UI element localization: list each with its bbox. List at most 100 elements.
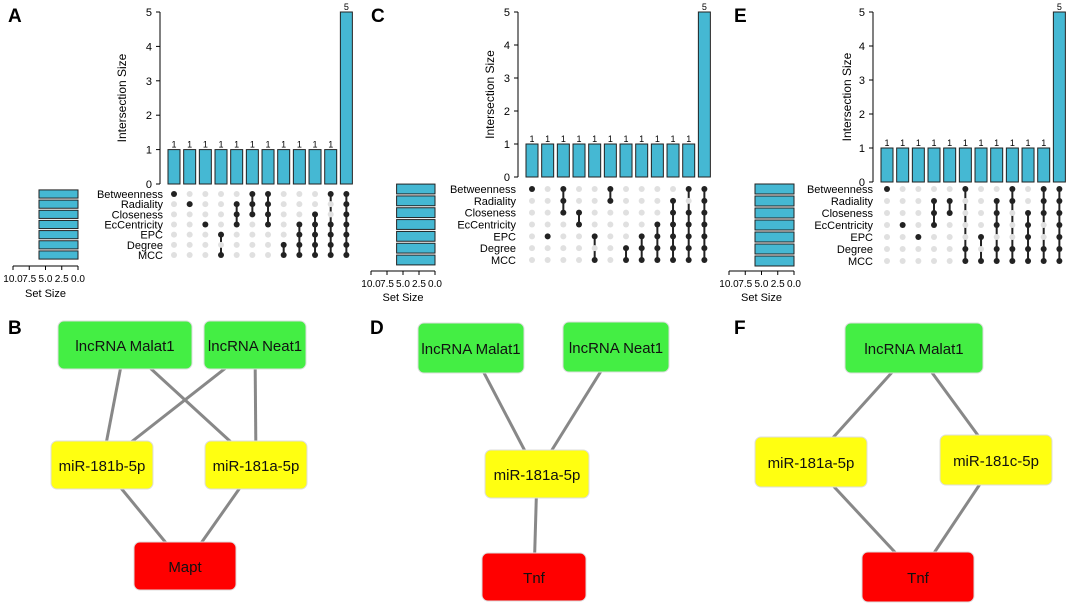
membership-dot-filled (638, 257, 645, 263)
membership-dot-filled (1025, 234, 1032, 240)
set-label: EPC (140, 230, 163, 242)
set-size-bar (396, 254, 436, 266)
membership-dot-filled (685, 233, 692, 240)
membership-dot-filled (962, 258, 969, 264)
membership-dot-empty (946, 246, 953, 252)
membership-dot-filled (327, 221, 334, 228)
membership-dot-filled (670, 209, 677, 216)
membership-dot-empty (654, 197, 661, 204)
membership-dot-filled (280, 241, 287, 248)
network-node-label: Mapt (168, 559, 202, 576)
membership-dot-filled (343, 211, 350, 218)
bar (682, 143, 696, 178)
bar-value-label: 1 (884, 138, 889, 148)
membership-dot-filled (670, 245, 677, 252)
membership-dot-filled (946, 210, 953, 216)
membership-dot-filled (670, 257, 677, 263)
membership-dot-filled (560, 186, 567, 192)
membership-dot-filled (560, 209, 567, 216)
set-label: Radiality (831, 196, 874, 208)
bar-value-label: 1 (234, 140, 239, 150)
set-size-bar (38, 199, 79, 209)
membership-dot-filled (233, 211, 240, 218)
y-axis-label: Intersection Size (115, 53, 129, 142)
membership-dot-empty (202, 201, 209, 208)
network-node-label: lncRNA Malat1 (75, 338, 174, 355)
membership-dot-filled (249, 191, 256, 197)
membership-dot-empty (591, 209, 598, 216)
membership-dot-filled (265, 191, 272, 197)
bar (525, 143, 539, 178)
membership-dot-empty (249, 252, 256, 258)
membership-dot-filled (233, 221, 240, 228)
membership-dot-empty (993, 186, 1000, 192)
membership-dot-empty (529, 233, 535, 240)
set-label: MCC (138, 250, 163, 262)
membership-dot-empty (685, 197, 692, 204)
membership-dot-filled (1056, 246, 1063, 252)
set-axis-tick-label: 7.5 (380, 279, 394, 290)
membership-dot-empty (265, 241, 272, 248)
membership-dot-filled (654, 233, 661, 240)
membership-dot-filled (993, 222, 1000, 228)
membership-dot-filled (265, 201, 272, 208)
y-tick-label: 2 (146, 110, 152, 122)
membership-dot-filled (701, 257, 708, 263)
membership-dot-empty (670, 186, 677, 192)
membership-dot-filled (1056, 198, 1063, 204)
membership-dot-filled (978, 234, 985, 240)
membership-dot-filled (343, 191, 350, 197)
set-axis-tick-label: 10.0 (361, 279, 381, 290)
membership-dot-empty (186, 221, 193, 228)
membership-dot-filled (576, 209, 583, 216)
bar (990, 147, 1004, 183)
membership-dot-empty (233, 231, 240, 238)
y-tick-label: 5 (146, 7, 152, 19)
membership-dot-empty (560, 245, 567, 252)
set-axis-tick-label: 0.0 (428, 279, 442, 290)
membership-dot-empty (915, 210, 922, 216)
membership-dot-empty (312, 191, 319, 197)
membership-dot-empty (171, 201, 177, 208)
membership-dot-empty (296, 191, 303, 197)
membership-dot-empty (1040, 234, 1047, 240)
membership-dot-filled (993, 198, 1000, 204)
bar (650, 143, 664, 178)
network-node-mirna (204, 440, 308, 490)
set-label: Degree (127, 240, 163, 252)
membership-dot-filled (931, 198, 938, 204)
network-node-label: miR-181b-5p (59, 458, 146, 475)
bar-value-label: 1 (297, 140, 302, 150)
membership-dot-empty (962, 198, 969, 204)
set-label: Radiality (121, 199, 164, 211)
bar (666, 143, 680, 178)
network-node-label: lncRNA Malat1 (421, 341, 520, 358)
membership-dot-empty (607, 233, 614, 240)
membership-dot-empty (607, 209, 614, 216)
bar-value-label: 1 (250, 140, 255, 150)
membership-dot-empty (638, 209, 645, 216)
membership-dot-empty (296, 201, 303, 208)
membership-dot-filled (1040, 198, 1047, 204)
membership-dot-filled (296, 231, 303, 238)
y-tick-label: 4 (859, 41, 865, 53)
y-tick-label: 0 (859, 177, 865, 189)
membership-dot-filled (884, 186, 890, 192)
y-tick-label: 1 (504, 139, 510, 151)
membership-dot-filled (685, 186, 692, 192)
membership-dot-empty (280, 221, 287, 228)
panel-letter: A (8, 6, 22, 27)
membership-dot-empty (1009, 210, 1016, 216)
panel-letter: F (734, 318, 746, 339)
set-size-bar (38, 250, 79, 260)
set-axis-label: Set Size (383, 292, 424, 304)
membership-dot-filled (529, 186, 535, 192)
membership-dot-empty (327, 211, 334, 218)
membership-dot-filled (978, 258, 985, 264)
membership-dot-empty (312, 201, 319, 208)
membership-dot-empty (529, 245, 535, 252)
set-size-bar (754, 219, 795, 231)
membership-dot-empty (576, 257, 583, 263)
